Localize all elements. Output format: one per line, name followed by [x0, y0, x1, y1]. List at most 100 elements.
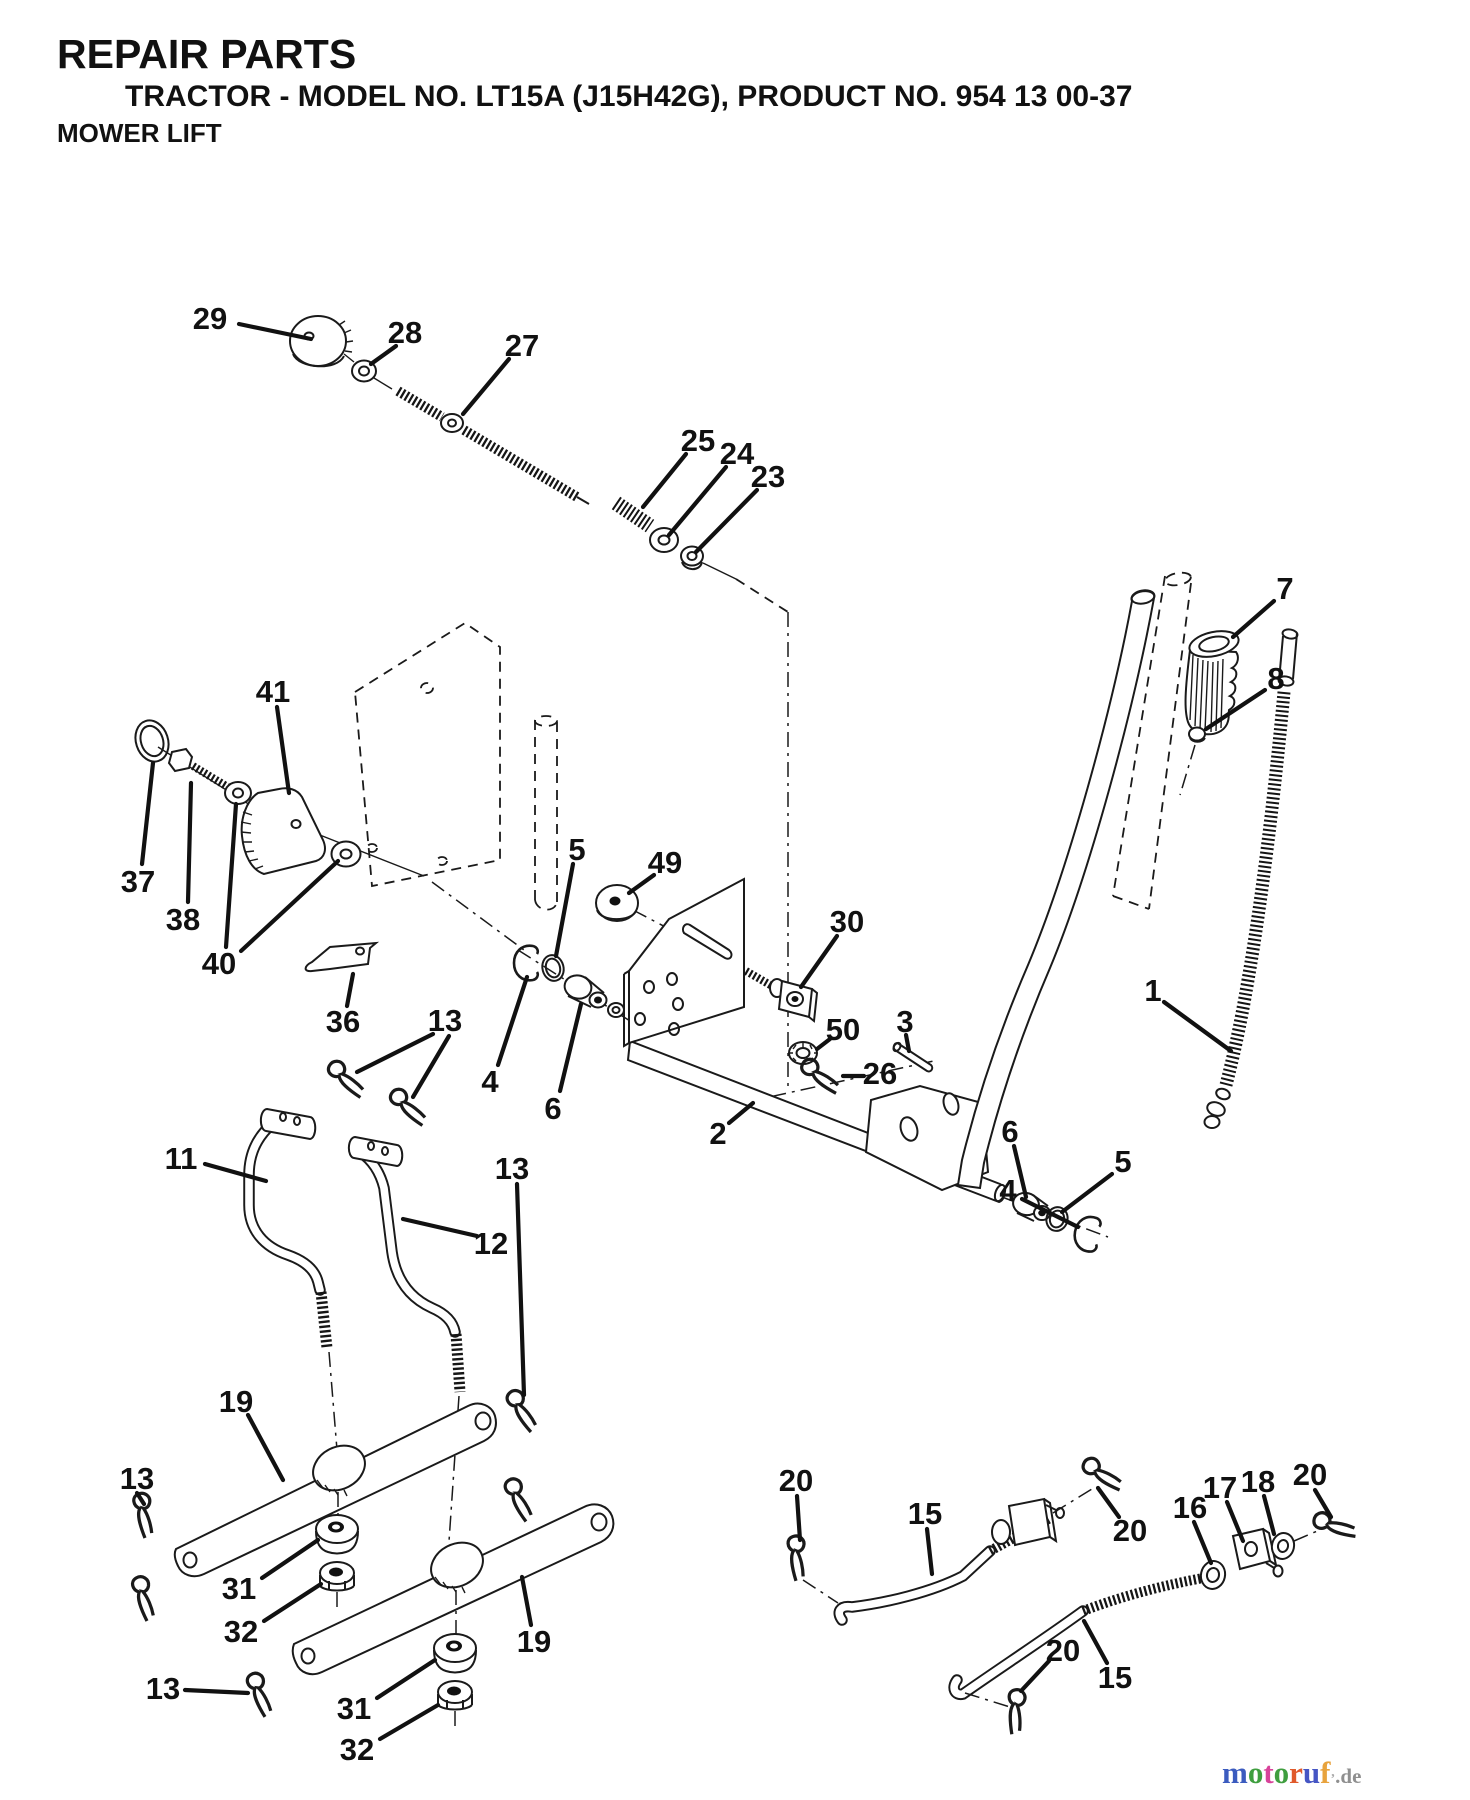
e-clip-4 [512, 944, 540, 982]
link-12-outline [354, 1146, 461, 1338]
cam-41 [240, 787, 326, 876]
dashed-handle-top [1164, 571, 1192, 587]
leader-line-40 [238, 858, 341, 954]
clip-13 [243, 1669, 278, 1721]
link-12-pivot [347, 1135, 404, 1168]
bolt-threads [744, 967, 774, 990]
dashed-handle-left [1112, 575, 1166, 897]
leader-line-31U [259, 1537, 321, 1581]
handle-grip-7 [1184, 630, 1240, 736]
small-washer [607, 1002, 625, 1018]
bracket-clip-36 [304, 941, 380, 973]
bolt-38 [167, 747, 234, 793]
dashed-hole-3 [436, 856, 448, 866]
diagonal-axis-line [741, 1059, 939, 1104]
knob-knurl [338, 320, 354, 353]
callout-6L: 6 [544, 1001, 584, 1126]
rod-15b-threads [1081, 1573, 1204, 1616]
nut-side [437, 1694, 473, 1711]
callout-3: 3 [896, 1004, 914, 1054]
part-label-32U: 32 [224, 1614, 258, 1649]
knob-face [289, 315, 347, 367]
part-label-30: 30 [830, 904, 864, 939]
bolt-head-hole [791, 996, 799, 1002]
left-bushing-group [512, 944, 625, 1018]
clip-13 [385, 1084, 432, 1131]
leader-line-3 [903, 1032, 912, 1054]
header: REPAIR PARTS TRACTOR - MODEL NO. LT15A (… [57, 31, 1132, 148]
rod-threads-2 [461, 425, 580, 502]
axis-segment [702, 562, 737, 580]
part-label-24: 24 [720, 436, 755, 471]
callout-20b: 20 [1095, 1485, 1147, 1548]
upper-nut-32 [319, 1561, 355, 1592]
part-label-3: 3 [896, 1004, 913, 1039]
washer-outer [224, 781, 252, 805]
callout-13a: 13 [354, 1003, 462, 1100]
dashed-chassis-plate [354, 621, 558, 911]
leader-line-13a [354, 1031, 436, 1075]
leader-line-5L [553, 861, 576, 959]
axis-segment [373, 377, 393, 390]
trunnion-block [1007, 1497, 1052, 1547]
washer-40a [224, 781, 252, 805]
part-label-49: 49 [648, 845, 682, 880]
leader-line-11 [202, 1161, 269, 1184]
callout-13d: 13 [146, 1671, 251, 1706]
handle-tube [956, 590, 1156, 1190]
part-label-16: 16 [1173, 1490, 1207, 1525]
callout-17: 17 [1203, 1470, 1246, 1544]
callout-20c: 20 [1293, 1457, 1334, 1520]
part-label-11: 11 [165, 1141, 198, 1176]
link-11-fill [245, 1120, 324, 1294]
bracket-hole [668, 1022, 680, 1036]
callout-20d: 20 [1018, 1633, 1080, 1694]
lift-arms [173, 1402, 615, 1728]
clip-body [304, 941, 380, 973]
callout-23: 23 [693, 459, 785, 555]
part-label-1: 1 [1144, 973, 1161, 1008]
leader-line-50 [814, 1036, 833, 1052]
bushing-side [567, 995, 592, 1008]
block-hole [1244, 1541, 1258, 1557]
leader-line-28 [368, 343, 399, 367]
lift-spring-cable-1 [1203, 628, 1299, 1129]
bushing-side [1032, 1194, 1049, 1207]
callout-6R: 6 [1001, 1114, 1029, 1200]
nut-outer [1199, 1560, 1227, 1590]
bracket-hole [666, 972, 678, 986]
leader-line-8 [1203, 687, 1268, 732]
part-label-7: 7 [1276, 571, 1293, 606]
nut-hole [447, 1686, 461, 1696]
callout-31U: 31 [222, 1537, 321, 1606]
callout-12: 12 [400, 1216, 508, 1261]
callout-18: 18 [1241, 1464, 1277, 1537]
callout-1: 1 [1144, 973, 1234, 1054]
center-bracket-assembly [595, 877, 934, 1099]
leader-line-49 [626, 872, 657, 896]
part-label-4L: 4 [481, 1064, 499, 1099]
bracket-hole [643, 980, 655, 994]
part-label-38: 38 [166, 902, 200, 937]
grip-top-bore [1198, 635, 1230, 653]
button-axis [1179, 744, 1196, 796]
lower-arm-19 [291, 1503, 615, 1676]
leader-line-40 [223, 801, 239, 950]
part-label-6L: 6 [544, 1091, 561, 1126]
part-label-12: 12 [474, 1226, 508, 1261]
part-label-27: 27 [505, 328, 539, 363]
part-label-41: 41 [256, 674, 290, 709]
callout-40: 40 [202, 801, 341, 981]
arm-body [291, 1503, 615, 1676]
callout-37: 37 [121, 760, 155, 899]
leader-line-20b [1095, 1485, 1122, 1520]
washer-inner [358, 365, 370, 377]
callout-13c: 13 [120, 1461, 154, 1507]
link-12-axis [447, 1395, 460, 1557]
trunnion-nut [991, 1519, 1011, 1545]
part-label-20a: 20 [779, 1463, 813, 1498]
part-label-19L: 19 [517, 1624, 551, 1659]
linkage-axis [802, 1579, 839, 1604]
leader-line-15b [1081, 1618, 1110, 1666]
